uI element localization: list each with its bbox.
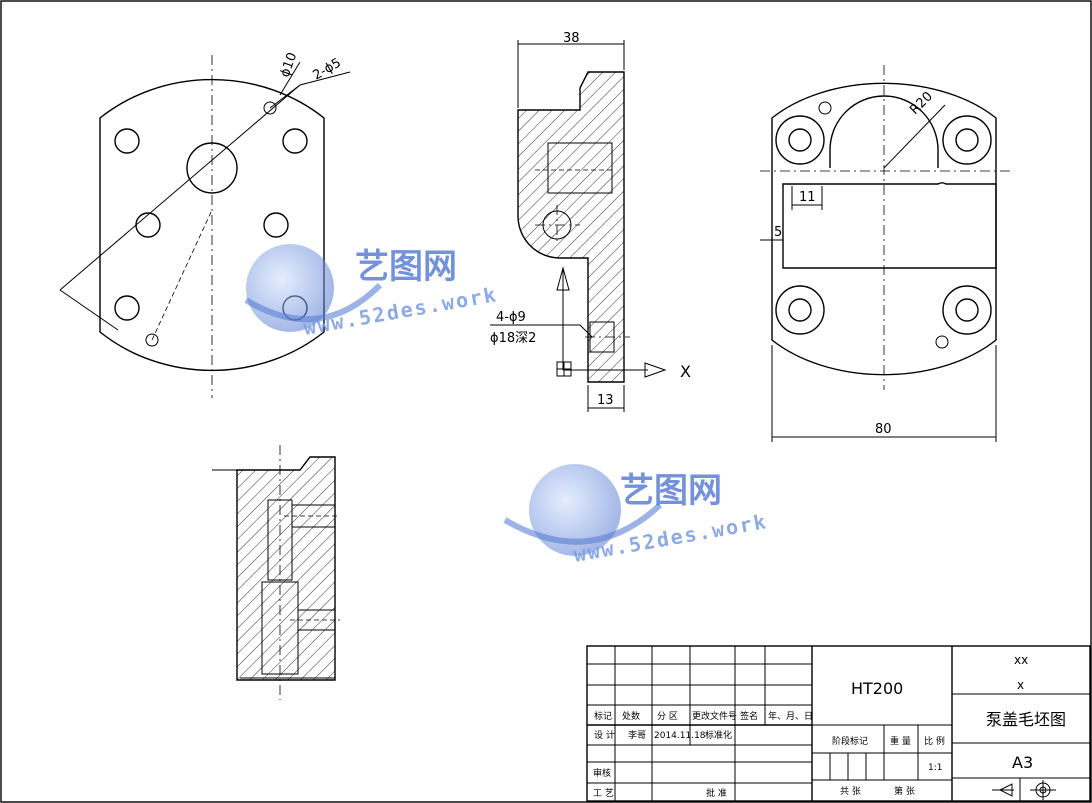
section-view: 38 X 4-ϕ9 ϕ18深2 13 [490,31,691,412]
bottom-section-view [212,445,340,700]
dim-base-13: 13 [597,393,614,408]
company-line-1: xx [1014,653,1028,667]
watermark-cn: 艺图网 [355,247,457,287]
header-count: 处数 [622,710,640,722]
dim-counterbore: ϕ18深2 [490,331,536,346]
front-view: ϕ10 2-ϕ5 [59,51,351,398]
standardization-label: 标准化 [705,729,732,741]
review-label: 审核 [593,767,611,779]
approve-label: 批 准 [706,787,727,799]
dim-width-38: 38 [563,31,580,46]
header-date: 年、月、日 [768,710,813,722]
material-label: HT200 [851,679,903,698]
designer-name: 李哥 [628,729,646,741]
dim-radius-r20: R20 [907,89,936,118]
dim-5: 5 [774,225,782,240]
watermark-2: 艺图网 www.52des.work [503,464,769,567]
dim-4-holes: 4-ϕ9 [496,310,526,325]
axis-x-label: X [680,362,691,381]
header-change-doc: 更改文件号 [692,710,737,722]
header-signature: 签名 [740,710,758,722]
globe-icon [529,464,621,556]
watermark-cn: 艺图网 [620,471,722,511]
header-mark: 标记 [594,710,612,722]
company-line-2: x [1017,678,1024,692]
total-sheets-label: 共 张 [840,786,861,797]
watermark-1: 艺图网 www.52des.work [244,244,499,340]
drawing-name: 泵盖毛坯图 [986,710,1066,729]
process-label: 工 艺 [593,788,614,799]
design-label: 设 计 [594,729,615,741]
header-zone: 分 区 [657,711,678,722]
scale-value: 1:1 [928,763,942,773]
sheet-number-label: 第 张 [894,785,915,797]
dim-hole-big: ϕ10 [278,51,301,80]
scale-label: 比 例 [924,735,945,747]
stage-mark-label: 阶段标记 [832,735,868,747]
dim-11: 11 [799,190,816,205]
title-block: 标记 处数 分 区 更改文件号 签名 年、月、日 设 计 李哥 2014.11.… [586,645,1091,802]
side-view: R20 11 5 80 [760,65,1010,442]
dim-80: 80 [875,422,892,437]
projection-symbol-icon [992,780,1056,800]
weight-label: 重 量 [890,735,911,747]
dim-holes-small: 2-ϕ5 [311,56,344,84]
sheet-size: A3 [1012,753,1033,772]
design-date: 2014.11.18 [654,731,706,741]
